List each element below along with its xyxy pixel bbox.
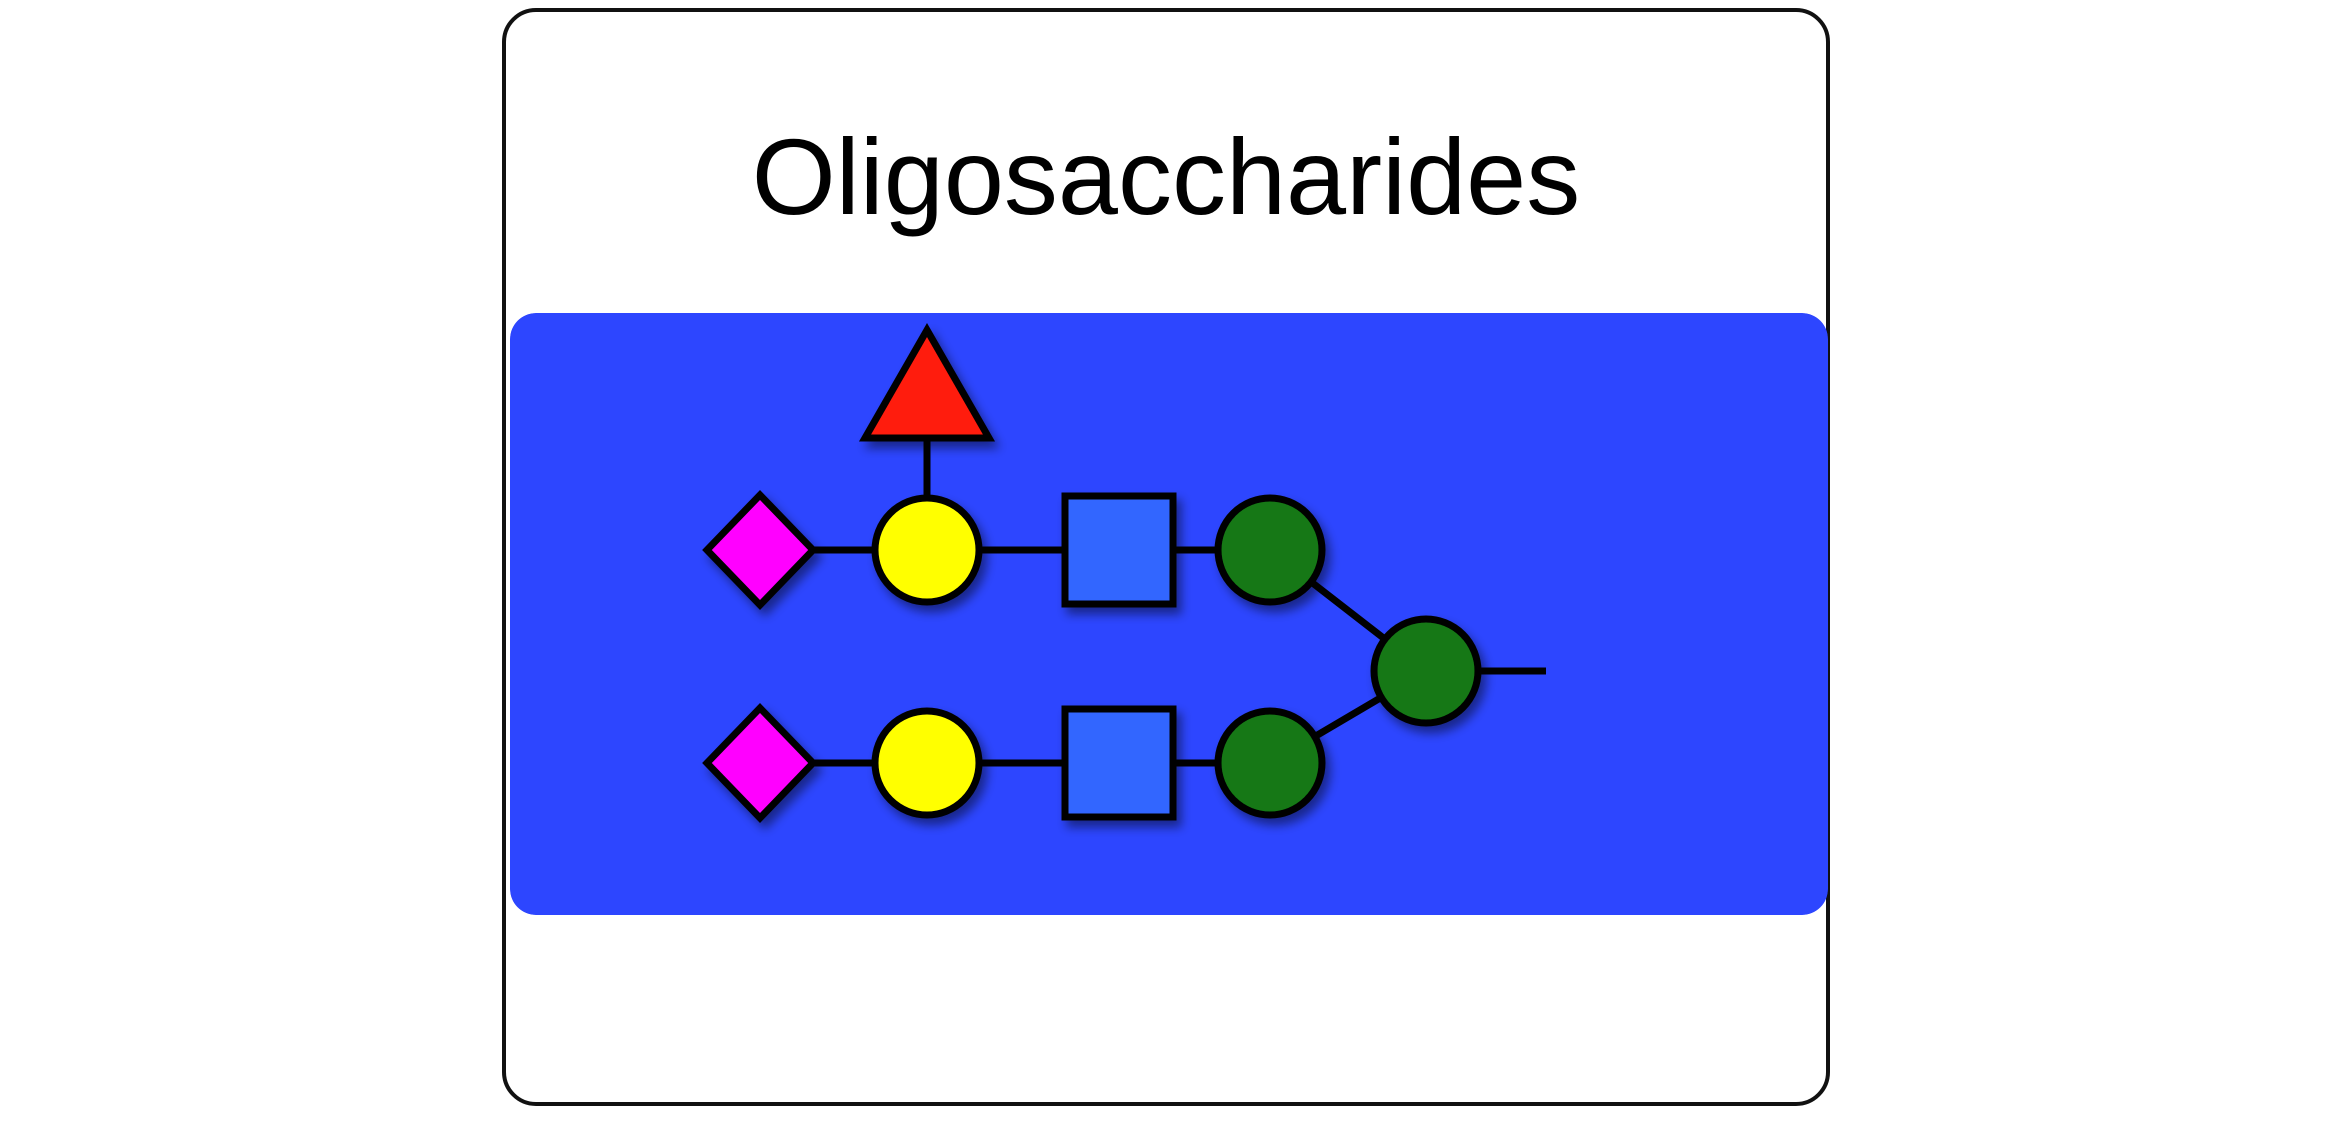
- panel-background: [510, 313, 1828, 915]
- red-triangle-residue: [858, 322, 996, 442]
- glycan-residues: [702, 322, 1482, 824]
- magenta-diamond-residue: [702, 702, 818, 824]
- magenta-diamond-residue: [702, 489, 818, 611]
- blue-square-residue: [1061, 492, 1177, 608]
- yellow-circle-residue: [871, 494, 983, 606]
- green-circle-residue: [1214, 707, 1326, 819]
- glycan-diagram: [510, 313, 1828, 915]
- green-circle-residue: [1214, 494, 1326, 606]
- glycan-panel: [510, 313, 1828, 915]
- blue-square-residue: [1061, 705, 1177, 821]
- green-circle-core-residue: [1370, 615, 1482, 727]
- yellow-circle-residue: [871, 707, 983, 819]
- card-title: Oligosaccharides: [751, 116, 1581, 237]
